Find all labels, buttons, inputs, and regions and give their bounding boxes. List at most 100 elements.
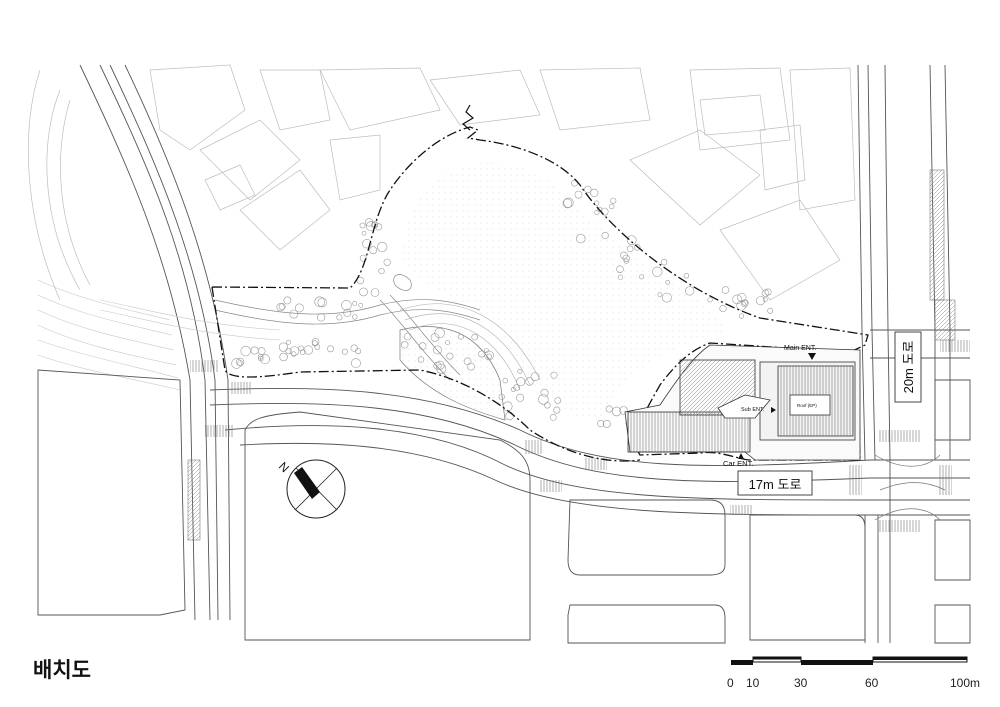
tree-icon — [665, 280, 671, 285]
tree-icon — [350, 344, 358, 352]
crosswalks — [190, 340, 970, 532]
tree-icon — [601, 231, 609, 240]
tree-icon — [314, 344, 321, 350]
tree-icon — [563, 197, 574, 208]
tree-icon — [463, 357, 472, 366]
tree-icon — [352, 300, 358, 306]
tree-icon — [732, 294, 742, 305]
tree-icon — [375, 223, 383, 231]
main-entrance-label: Main ENT. — [784, 345, 816, 352]
tree-icon — [278, 342, 289, 352]
highway — [79, 64, 231, 621]
tree-canopy — [231, 179, 774, 430]
tree-icon — [365, 218, 374, 227]
tree-icon — [737, 292, 747, 303]
tree-icon — [553, 406, 561, 414]
tree-icon — [502, 377, 508, 384]
tree-icon — [285, 347, 292, 355]
tree-icon — [314, 296, 326, 308]
tree-icon — [276, 303, 285, 312]
tree-icon — [260, 354, 270, 365]
tree-icon — [593, 200, 600, 206]
tree-icon — [498, 393, 505, 400]
tree-icon — [436, 363, 447, 374]
scale-tick-10: 10 — [746, 676, 760, 690]
tree-icon — [544, 402, 551, 409]
tree-icon — [300, 349, 306, 356]
tree-icon — [336, 314, 343, 321]
tree-icon — [359, 222, 366, 229]
tree-icon — [502, 401, 513, 412]
city-blocks — [37, 369, 971, 644]
tree-icon — [433, 361, 442, 370]
tree-icon — [486, 353, 492, 360]
scale-tick-60: 60 — [865, 676, 879, 690]
sub-entrance-arrow — [771, 407, 776, 413]
tree-icon — [597, 420, 605, 428]
tree-icon — [626, 245, 634, 253]
tree-icon — [350, 358, 361, 369]
road-labels: 17m 도로 20m 도로 — [737, 331, 922, 496]
car-entrance-arrow — [738, 453, 744, 459]
tree-icon — [707, 297, 713, 303]
tree-icon — [597, 206, 603, 213]
tree-icon — [471, 333, 479, 341]
road-17m-label: 17m 도로 — [749, 477, 802, 492]
scale-tick-0: 0 — [727, 676, 734, 690]
tree-icon — [617, 274, 623, 280]
tree-icon — [417, 356, 425, 363]
tree-icon — [430, 333, 440, 342]
tree-icon — [418, 342, 427, 350]
tree-icon — [370, 288, 380, 297]
tree-icon — [278, 303, 286, 310]
building-labels: Main ENT. Sub ENT. Roof (EP) Car ENT. — [723, 345, 817, 468]
tree-icon — [626, 235, 637, 245]
tree-icon — [311, 340, 318, 347]
tree-icon — [610, 197, 617, 204]
tree-icon — [383, 258, 391, 266]
tree-icon — [721, 286, 730, 294]
north-label: N — [276, 459, 292, 475]
tree-icon — [767, 307, 774, 314]
tree-icon — [574, 190, 583, 199]
tree-icon — [286, 339, 291, 345]
tree-icon — [516, 377, 526, 387]
tree-icon — [516, 393, 525, 402]
tree-icon — [554, 397, 562, 404]
scale-tick-100m: 100m — [950, 676, 981, 690]
tree-icon — [719, 304, 727, 313]
tree-icon — [445, 340, 450, 345]
tree-icon — [359, 287, 368, 297]
main-entrance-arrow — [808, 353, 816, 360]
tree-icon — [594, 209, 600, 215]
tree-icon — [435, 360, 445, 370]
tree-icon — [434, 327, 445, 339]
car-entrance-label: Car ENT. — [723, 459, 753, 468]
tree-icon — [619, 406, 628, 415]
building-complex — [624, 344, 861, 461]
north-needle — [294, 467, 320, 499]
north-arrow: N — [276, 459, 346, 519]
tree-icon — [740, 299, 749, 308]
tree-icon — [378, 268, 385, 275]
tree-icon — [590, 188, 599, 197]
tree-icon — [317, 313, 326, 322]
road-17m-box — [737, 470, 813, 496]
tree-icon — [355, 348, 362, 355]
tree-icon — [657, 292, 663, 298]
tree-icon — [549, 413, 557, 421]
tree-icon — [237, 360, 244, 367]
tree-icon — [762, 297, 768, 302]
tree-icon — [279, 352, 288, 362]
tree-icon — [303, 345, 314, 355]
sub-entrance-label: Sub ENT. — [741, 407, 765, 413]
tree-icon — [517, 368, 523, 374]
tree-icon — [622, 254, 630, 262]
tree-icon — [611, 406, 622, 417]
tree-icon — [478, 350, 486, 358]
tree-icon — [652, 266, 663, 277]
scale-bar — [731, 656, 968, 665]
tree-icon — [530, 372, 540, 381]
roof-label-box — [789, 394, 831, 416]
